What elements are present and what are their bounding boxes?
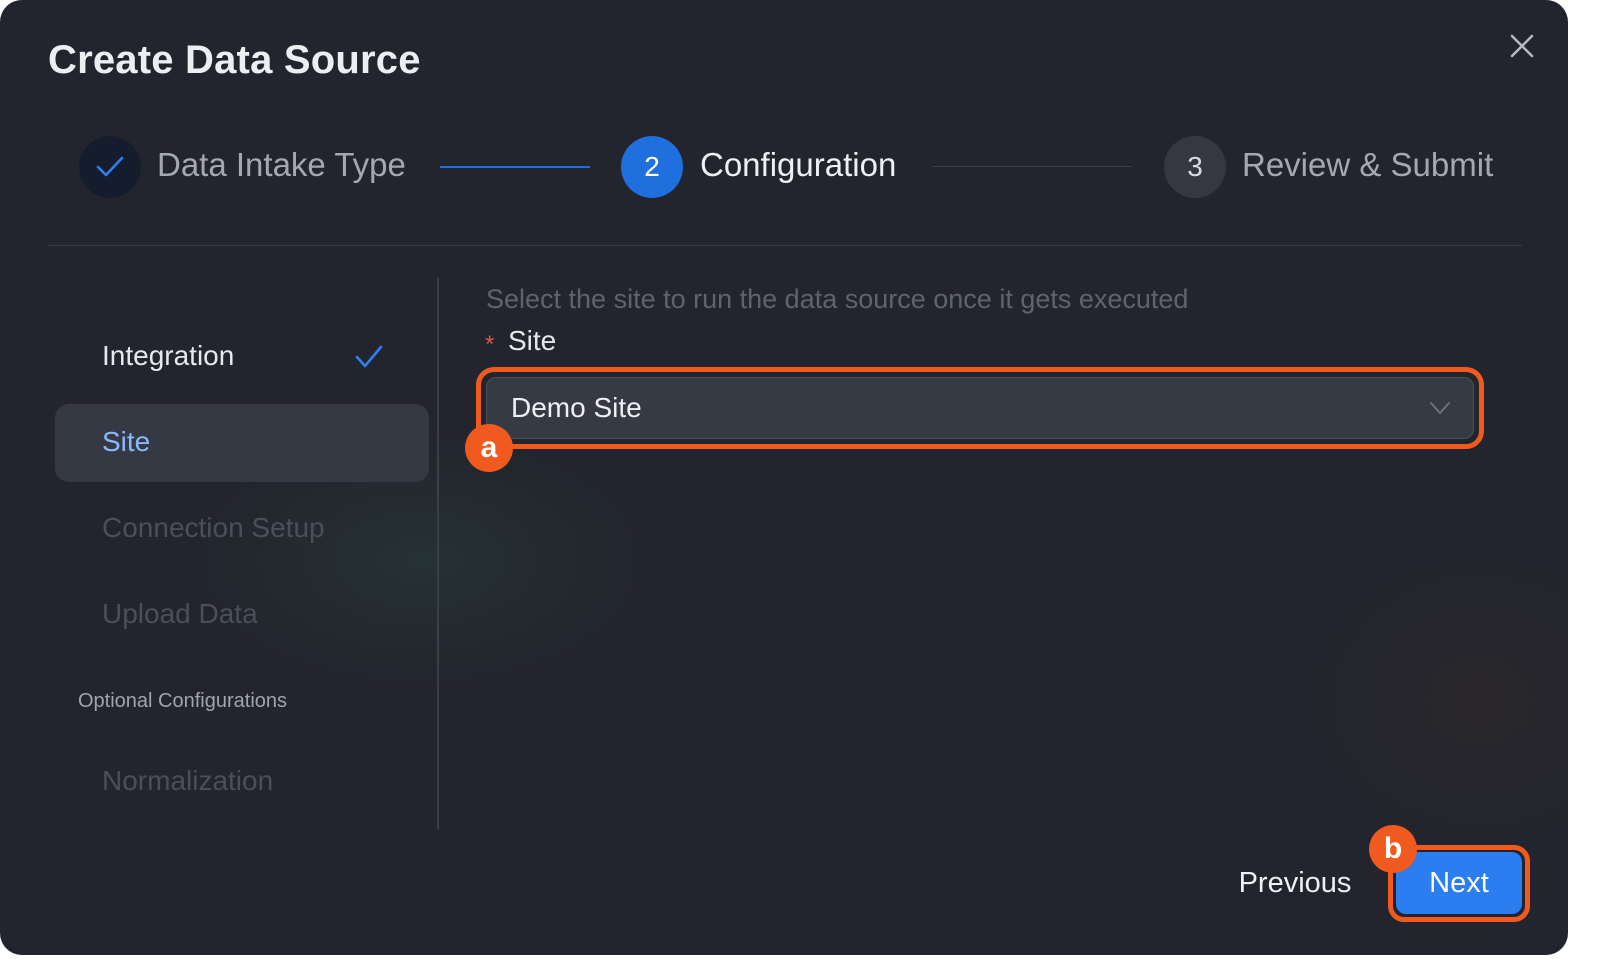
dialog-title: Create Data Source xyxy=(48,38,421,82)
site-select[interactable]: Demo Site xyxy=(486,377,1474,439)
header-divider xyxy=(47,245,1522,246)
chevron-down-icon xyxy=(1430,402,1450,414)
site-select-value: Demo Site xyxy=(511,392,642,423)
annotation-badge-b: b xyxy=(1369,825,1417,873)
step-2-indicator: 2 xyxy=(621,136,683,198)
step-1-indicator xyxy=(79,136,141,198)
next-button[interactable]: Next xyxy=(1396,852,1522,914)
sidebar-item-integration[interactable]: Integration xyxy=(102,340,235,371)
check-icon xyxy=(96,156,124,177)
create-data-source-dialog: Create Data Source Data Intake Type 2 Co… xyxy=(0,0,1568,955)
sidebar-divider xyxy=(437,278,439,830)
sidebar-item-label: Site xyxy=(102,426,151,457)
close-icon[interactable] xyxy=(1504,28,1540,64)
required-marker: * xyxy=(485,331,495,358)
sidebar-item-upload-data: Upload Data xyxy=(102,598,258,629)
annotation-badge-a: a xyxy=(465,424,513,472)
step-connector-completed xyxy=(440,166,590,168)
highlight-frame-site-select xyxy=(476,367,1484,449)
sidebar-section-heading: Optional Configurations xyxy=(78,690,288,712)
previous-button[interactable]: Previous xyxy=(1238,866,1352,899)
step-1-label: Data Intake Type xyxy=(157,146,406,183)
sidebar-item-normalization: Normalization xyxy=(102,765,274,796)
step-connector-pending xyxy=(932,166,1132,167)
site-field-label: Site xyxy=(508,325,557,356)
form-hint: Select the site to run the data source o… xyxy=(486,284,1189,314)
sidebar-item-connection-setup: Connection Setup xyxy=(102,512,325,543)
check-icon xyxy=(355,345,383,368)
step-3-label: Review & Submit xyxy=(1242,146,1494,183)
step-3-indicator: 3 xyxy=(1164,136,1226,198)
sidebar-item-site[interactable]: Site xyxy=(55,404,429,482)
step-2-label: Configuration xyxy=(700,146,897,183)
highlight-frame-next-button xyxy=(1388,845,1530,922)
